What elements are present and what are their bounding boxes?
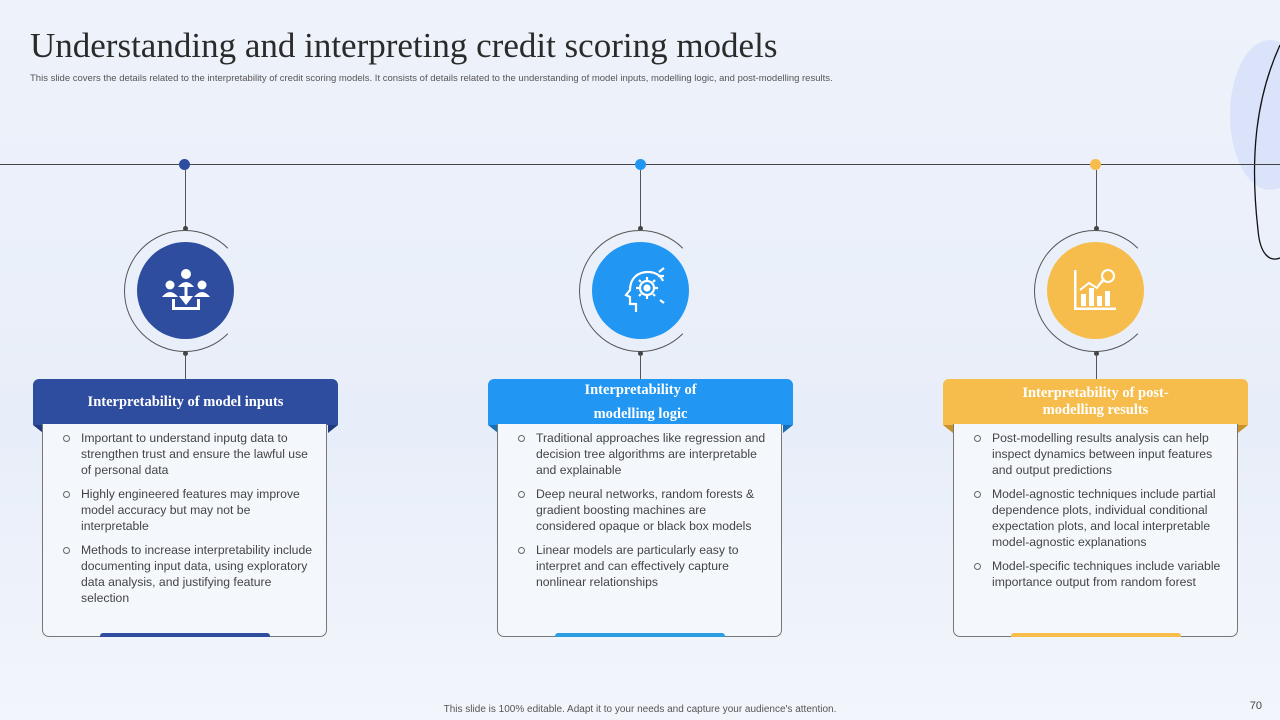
icon-circle-3: [1047, 242, 1144, 339]
connector-1-top: [185, 170, 186, 228]
card-accent-bar: [1011, 633, 1181, 637]
bullet-list: Traditional approaches like regression a…: [498, 430, 781, 590]
decorative-curve: [1253, 44, 1280, 260]
icon-circle-1: [137, 242, 234, 339]
column-header-line1: Interpretability of: [584, 382, 697, 398]
list-item: Methods to increase interpretability inc…: [63, 542, 326, 606]
connector-dot-3-top: [1094, 226, 1099, 231]
header-fold-left-3: [943, 425, 953, 433]
timeline-dot-2: [635, 159, 646, 170]
header-fold-right-2: [783, 425, 793, 433]
icon-circle-2: [592, 242, 689, 339]
brain-gear-icon: [623, 266, 665, 312]
list-item: Highly engineered features may improve m…: [63, 486, 326, 534]
column-header-line1: Interpretability of post-: [1022, 385, 1169, 401]
page-number: 70: [1249, 700, 1262, 712]
list-item: Linear models are particularly easy to i…: [518, 542, 781, 590]
header-fold-right-1: [328, 425, 338, 433]
team-input-icon: [161, 268, 210, 310]
column-card-model-inputs: Important to understand inputg data to s…: [42, 424, 327, 637]
list-item: Traditional approaches like regression a…: [518, 430, 781, 478]
connector-3-bottom: [1096, 354, 1097, 379]
card-accent-bar: [555, 633, 725, 637]
chart-analysis-icon: [1073, 268, 1116, 310]
bullet-list: Post-modelling results analysis can help…: [954, 430, 1237, 590]
column-header-post-modelling: Interpretability of post- modelling resu…: [943, 379, 1248, 425]
column-header-model-inputs: Interpretability of model inputs: [33, 379, 338, 425]
list-item: Deep neural networks, random forests & g…: [518, 486, 781, 534]
timeline-dot-1: [179, 159, 190, 170]
page-title: Understanding and interpreting credit sc…: [30, 26, 778, 65]
connector-dot-3-bottom: [1094, 351, 1099, 356]
column-card-post-modelling: Post-modelling results analysis can help…: [953, 424, 1238, 637]
list-item: Model-agnostic techniques include partia…: [974, 486, 1237, 550]
bullet-list: Important to understand inputg data to s…: [43, 430, 326, 606]
column-header-line2: modelling logic: [593, 406, 688, 422]
page-subtitle: This slide covers the details related to…: [30, 73, 833, 84]
header-fold-right-3: [1238, 425, 1248, 433]
column-header-line2: modelling results: [1042, 402, 1149, 418]
timeline-dot-3: [1090, 159, 1101, 170]
header-fold-left-2: [488, 425, 498, 433]
connector-dot-1-top: [183, 226, 188, 231]
footer-note: This slide is 100% editable. Adapt it to…: [443, 704, 837, 715]
column-header-title: Interpretability of model inputs: [87, 394, 284, 410]
connector-1-bottom: [185, 354, 186, 379]
list-item: Post-modelling results analysis can help…: [974, 430, 1237, 478]
connector-dot-2-bottom: [638, 351, 643, 356]
list-item: Model-specific techniques include variab…: [974, 558, 1237, 590]
connector-2-top: [640, 170, 641, 228]
list-item: Important to understand inputg data to s…: [63, 430, 326, 478]
connector-2-bottom: [640, 354, 641, 379]
column-card-modelling-logic: Traditional approaches like regression a…: [497, 424, 782, 637]
card-accent-bar: [100, 633, 270, 637]
connector-dot-2-top: [638, 226, 643, 231]
header-fold-left-1: [33, 425, 43, 433]
column-header-modelling-logic: Interpretability of modelling logic: [488, 379, 793, 425]
connector-3-top: [1096, 170, 1097, 228]
connector-dot-1-bottom: [183, 351, 188, 356]
